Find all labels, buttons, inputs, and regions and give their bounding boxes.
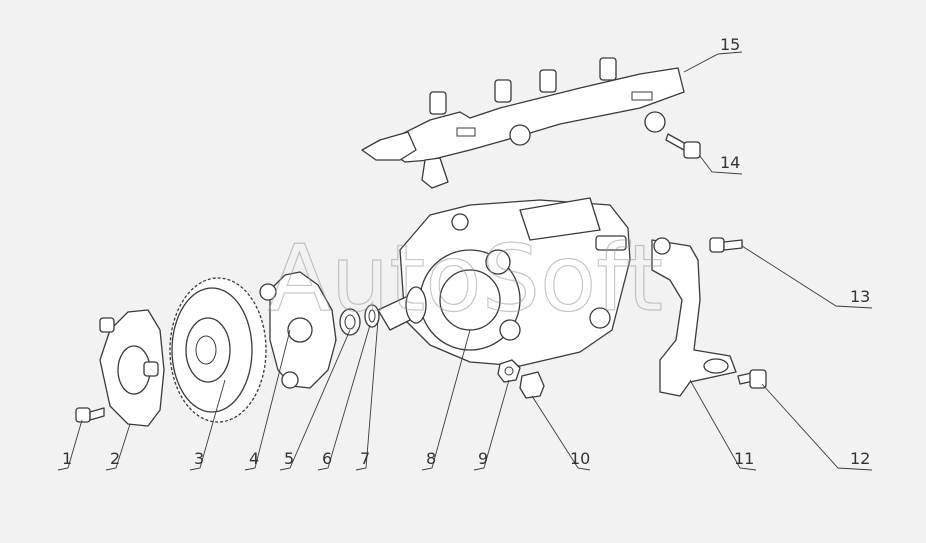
callout-7: 7 [360,449,370,468]
callout-12: 12 [850,449,870,468]
part-ring-6 [364,304,380,328]
part-bolt-13 [709,237,743,253]
leader-15 [683,51,743,73]
callout-13: 13 [850,287,870,306]
part-fuel-rail [361,57,685,189]
leader-13 [741,245,873,309]
part-bolt-14 [665,133,701,159]
callout-5: 5 [284,449,294,468]
watermark-text: AutoSoft [268,225,663,332]
leader-11 [689,379,757,471]
callout-4: 4 [249,449,259,468]
leader-14 [699,155,743,175]
part-washer-5 [339,308,361,336]
part-cover-plate [99,309,165,427]
part-bolt-1 [75,407,105,423]
callout-numbers: 1 2 3 4 5 6 7 8 9 10 11 12 13 14 15 [62,35,870,468]
callout-8: 8 [426,449,436,468]
part-gear [169,277,267,423]
callout-6: 6 [322,449,332,468]
leader-5 [279,329,351,471]
callout-2: 2 [110,449,120,468]
leader-9 [473,379,510,471]
leader-12 [761,383,873,471]
leader-4 [244,329,291,471]
part-cap-10 [519,371,545,399]
part-bracket [651,237,737,397]
leader-2 [105,423,131,471]
leader-6 [317,324,371,471]
callout-15: 15 [720,35,740,54]
part-nut-9 [497,359,521,383]
leader-1 [57,419,83,471]
callout-11: 11 [734,449,754,468]
callout-3: 3 [194,449,204,468]
leader-7 [355,319,379,471]
leader-10 [531,395,591,471]
leader-lines [57,51,873,471]
callout-14: 14 [720,153,740,172]
callout-9: 9 [478,449,488,468]
leader-8 [421,329,471,471]
part-flange-plate [259,271,337,389]
callout-10: 10 [570,449,590,468]
leader-3 [189,379,226,471]
part-fuel-pump [377,197,631,367]
part-bolt-12 [737,369,767,389]
callout-1: 1 [62,449,72,468]
